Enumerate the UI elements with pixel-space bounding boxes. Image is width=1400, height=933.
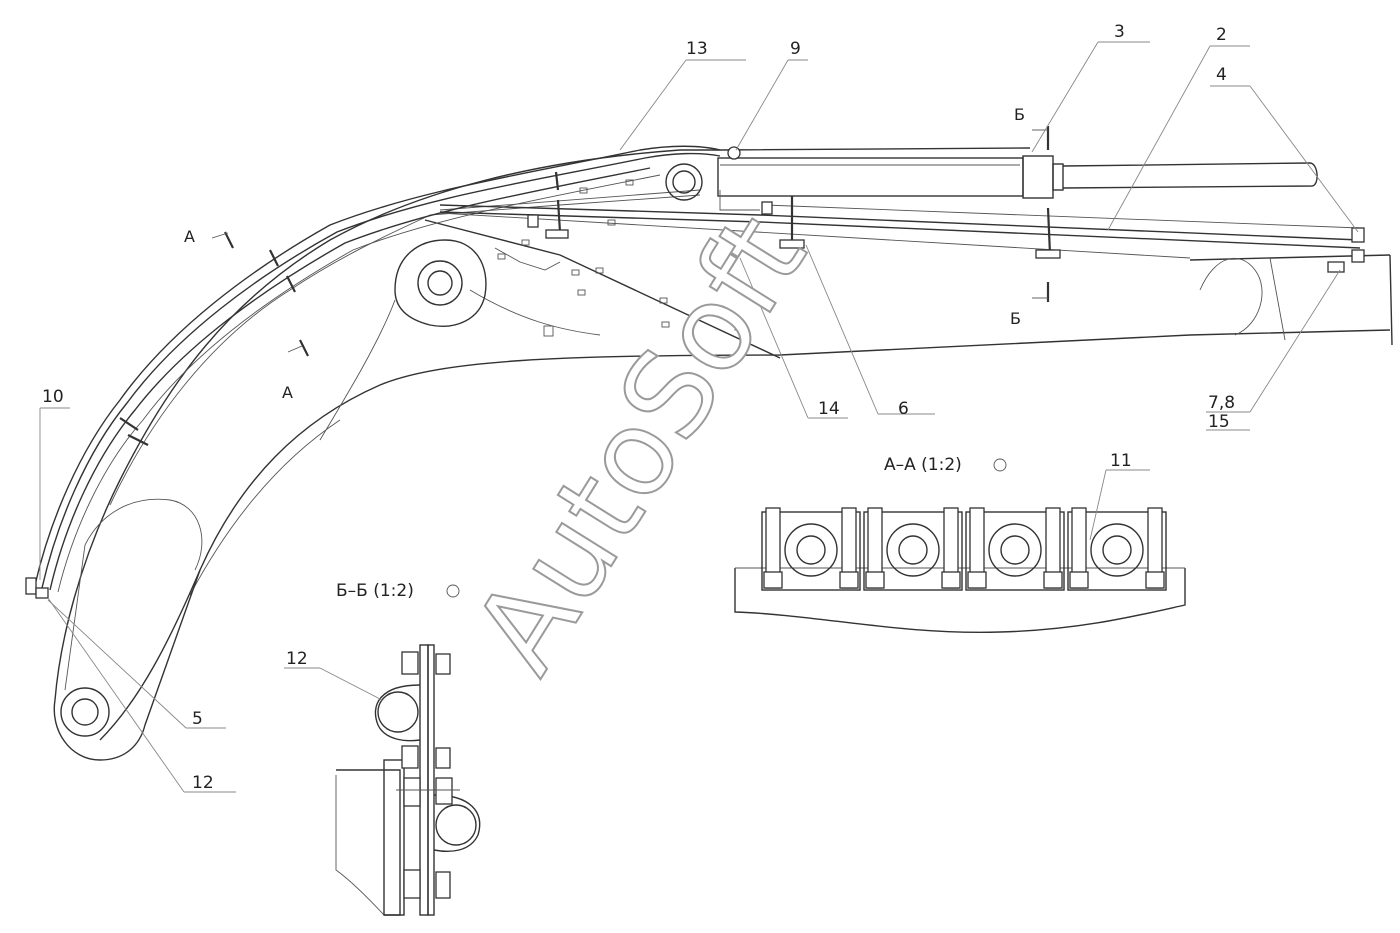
section-aa-clamp-blocks <box>761 507 1167 591</box>
callout-11: 11 <box>1110 451 1132 471</box>
aa-clamp-block <box>1067 507 1167 591</box>
plate-holes <box>497 179 743 337</box>
callout-6: 6 <box>898 399 909 419</box>
callout-15: 15 <box>1208 412 1230 432</box>
aa-clamp-block <box>863 507 963 591</box>
section-bb-title: Б–Б (1:2) <box>336 581 414 601</box>
callout-12-section: 12 <box>286 649 308 669</box>
hose-clamps <box>119 146 1061 446</box>
callout-2: 2 <box>1216 25 1227 45</box>
callout-7-8: 7,8 <box>1208 393 1235 413</box>
section-cut-a-lower: А <box>282 339 309 402</box>
callout-12-boom: 12 <box>192 773 214 793</box>
section-bb-rotation-icon <box>446 584 460 598</box>
pivot-pin-top <box>665 163 703 201</box>
section-cut-b-lower: Б <box>1010 282 1050 328</box>
cut-b-upper-label: Б <box>1014 105 1025 124</box>
callout-14: 14 <box>818 399 840 419</box>
cut-a-upper-label: А <box>184 227 195 246</box>
callout-4: 4 <box>1216 65 1227 85</box>
pivot-pin-main <box>394 239 487 327</box>
cut-a-lower-label: А <box>282 383 293 402</box>
aa-clamp-block <box>761 507 861 591</box>
callout-10: 10 <box>42 387 64 407</box>
aa-clamp-block <box>965 507 1065 591</box>
callout-leaders <box>39 41 1359 793</box>
callout-13: 13 <box>686 39 708 59</box>
section-aa-title: А–А (1:2) <box>884 455 962 475</box>
section-aa-rotation-icon <box>993 458 1007 472</box>
callout-3: 3 <box>1114 22 1125 42</box>
boom-body <box>53 149 1393 761</box>
hydraulic-cylinder <box>717 155 1318 199</box>
watermark-text: AutoSoft <box>447 192 833 695</box>
pivot-pin-bottom <box>60 687 110 737</box>
callout-labels: 13 9 3 2 4 10 14 6 7,8 15 11 12 5 12 <box>42 22 1235 793</box>
callout-5: 5 <box>192 709 203 729</box>
section-cut-b-upper: Б <box>1014 105 1050 150</box>
section-aa-view: А–А (1:2) <box>734 455 1186 633</box>
section-bb-view: Б–Б (1:2) <box>335 581 481 916</box>
hose-bundle <box>25 145 1365 599</box>
cut-b-lower-label: Б <box>1010 309 1021 328</box>
callout-9: 9 <box>790 39 801 59</box>
section-cut-a-upper: А <box>184 227 234 249</box>
